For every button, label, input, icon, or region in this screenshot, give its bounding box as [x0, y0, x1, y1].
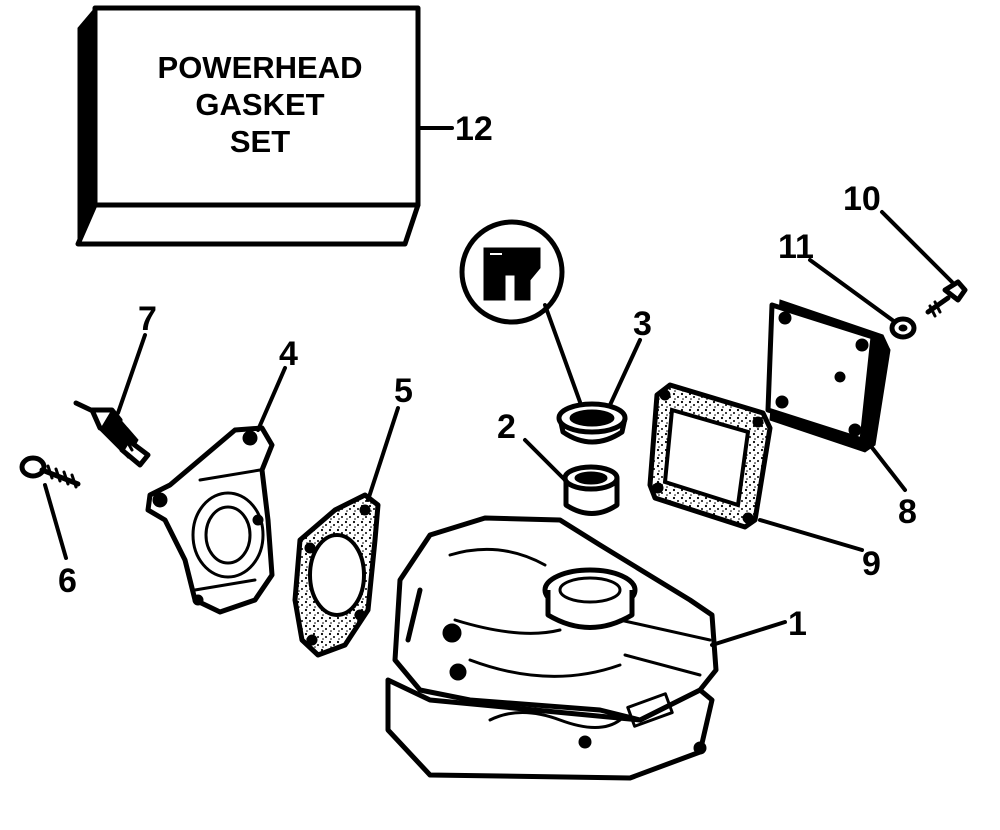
callout-12: 12	[455, 110, 493, 148]
leader-8	[868, 443, 907, 492]
leader-4	[256, 366, 287, 432]
washer	[889, 316, 917, 340]
leader-11	[808, 258, 897, 324]
leader-2	[523, 438, 572, 487]
callout-2: 2	[497, 408, 516, 446]
cover-plate	[765, 299, 891, 453]
callout-1: 1	[788, 605, 807, 643]
cover-gasket	[292, 492, 381, 658]
callout-3: 3	[633, 305, 652, 343]
sensor	[73, 400, 151, 468]
leader-1	[710, 620, 787, 647]
callout-7: 7	[138, 300, 157, 338]
leader-10	[880, 210, 954, 284]
callout-11: 11	[778, 228, 814, 266]
seal	[556, 401, 628, 445]
box-label-line-2: GASKET	[195, 87, 324, 122]
seal-detail-inset	[459, 219, 582, 404]
box-label-line-3: SET	[230, 124, 290, 159]
leader-5	[366, 406, 400, 502]
gasket-set-box: POWERHEAD GASKET SET	[75, 5, 421, 247]
cover-housing	[145, 425, 275, 615]
callout-6: 6	[58, 562, 77, 600]
leader-6	[43, 483, 68, 560]
callout-9: 9	[862, 545, 881, 583]
powerhead-housing	[385, 515, 719, 781]
leader-7	[116, 333, 147, 415]
callout-10: 10	[843, 180, 881, 218]
leader-9	[758, 518, 864, 552]
screw	[19, 455, 81, 489]
callout-8: 8	[898, 493, 917, 531]
cap-screw	[925, 279, 968, 318]
plate-gasket	[647, 382, 773, 530]
callout-4: 4	[279, 335, 298, 373]
leader-3	[608, 338, 642, 407]
box-label-line-1: POWERHEAD	[158, 50, 363, 85]
callout-5: 5	[394, 372, 413, 410]
bushing	[562, 464, 620, 516]
